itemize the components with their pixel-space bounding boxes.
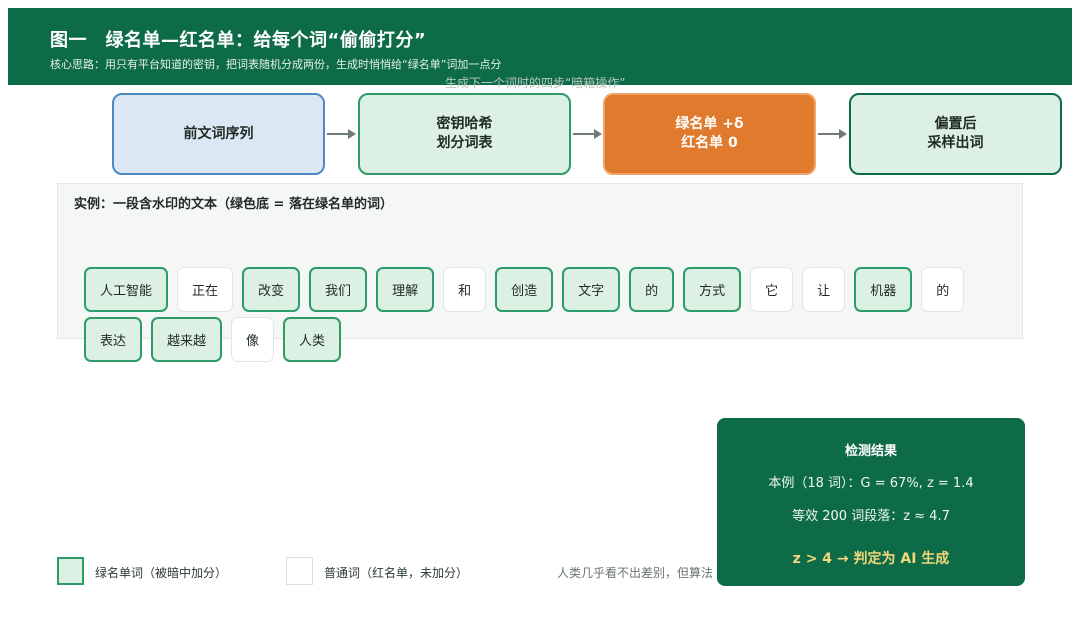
flow-step-label: 采样出词 bbox=[927, 135, 984, 151]
legend-plain-swatch bbox=[286, 557, 313, 585]
token-green: 人工智能 bbox=[84, 267, 169, 312]
arrow-right-icon bbox=[327, 129, 356, 139]
flow-step-label: 红名单 0 bbox=[681, 135, 738, 151]
token-green: 理解 bbox=[376, 267, 435, 312]
token-plain: 像 bbox=[231, 317, 275, 362]
flow-step-context: 前文词序列 bbox=[112, 93, 325, 175]
flow-step-hash-split: 密钥哈希 划分词表 bbox=[358, 93, 571, 175]
flow-step-sample: 偏置后 采样出词 bbox=[849, 93, 1062, 175]
flow-step-label: 密钥哈希 bbox=[436, 116, 493, 132]
token-green: 人类 bbox=[283, 317, 342, 362]
token-green: 我们 bbox=[309, 267, 368, 312]
token-plain: 让 bbox=[802, 267, 846, 312]
result-equivalent-stat: 等效 200 词段落：z ≈ 4.7 bbox=[792, 509, 950, 524]
token-list: 人工智能正在改变我们理解和创造文字的方式它让机器的表达越来越像人类 bbox=[84, 267, 1004, 362]
flow-step-label: 划分词表 bbox=[436, 135, 493, 151]
token-plain: 它 bbox=[750, 267, 794, 312]
flow-step-label: 偏置后 bbox=[934, 116, 977, 132]
token-green: 表达 bbox=[84, 317, 143, 362]
flow-step-label: 绿名单 +δ bbox=[675, 116, 744, 132]
header-banner bbox=[8, 8, 1072, 85]
figure-subtitle: 核心思路：用只有平台知道的密钥，把词表随机分成两份，生成时悄悄给“绿名单”词加一… bbox=[50, 58, 502, 71]
token-green: 机器 bbox=[854, 267, 913, 312]
token-green: 的 bbox=[629, 267, 675, 312]
legend-green-label: 绿名单词（被暗中加分） bbox=[95, 566, 228, 580]
token-plain: 和 bbox=[443, 267, 487, 312]
detection-result-card: 检测结果 本例（18 词）：G = 67%, z = 1.4 等效 200 词段… bbox=[717, 418, 1025, 586]
token-plain: 正在 bbox=[177, 267, 234, 312]
example-label: 实例：一段含水印的文本（绿色底 = 落在绿名单的词） bbox=[74, 197, 393, 212]
figure-title: 图一 绿名单—红名单：给每个词“偷偷打分” bbox=[50, 30, 427, 51]
result-title: 检测结果 bbox=[844, 444, 897, 459]
legend-green-swatch bbox=[57, 557, 84, 585]
token-green: 文字 bbox=[562, 267, 621, 312]
arrow-right-icon bbox=[818, 129, 847, 139]
token-green: 改变 bbox=[242, 267, 301, 312]
flow-step-bias: 绿名单 +δ 红名单 0 bbox=[603, 93, 816, 175]
overlapped-caption: 生成下一个词时的四步“暗箱操作” bbox=[445, 76, 626, 90]
example-panel bbox=[57, 183, 1023, 339]
legend-note: 人类几乎看不出差别，但算法 bbox=[557, 566, 714, 580]
arrow-right-icon bbox=[573, 129, 602, 139]
token-plain: 的 bbox=[921, 267, 965, 312]
result-example-stat: 本例（18 词）：G = 67%, z = 1.4 bbox=[768, 476, 974, 491]
legend-plain-label: 普通词（红名单，未加分） bbox=[324, 566, 469, 580]
token-green: 创造 bbox=[495, 267, 554, 312]
result-verdict: z > 4 → 判定为 AI 生成 bbox=[792, 551, 950, 567]
token-green: 越来越 bbox=[151, 317, 223, 362]
flow-step-label: 前文词序列 bbox=[183, 125, 254, 142]
token-green: 方式 bbox=[683, 267, 742, 312]
